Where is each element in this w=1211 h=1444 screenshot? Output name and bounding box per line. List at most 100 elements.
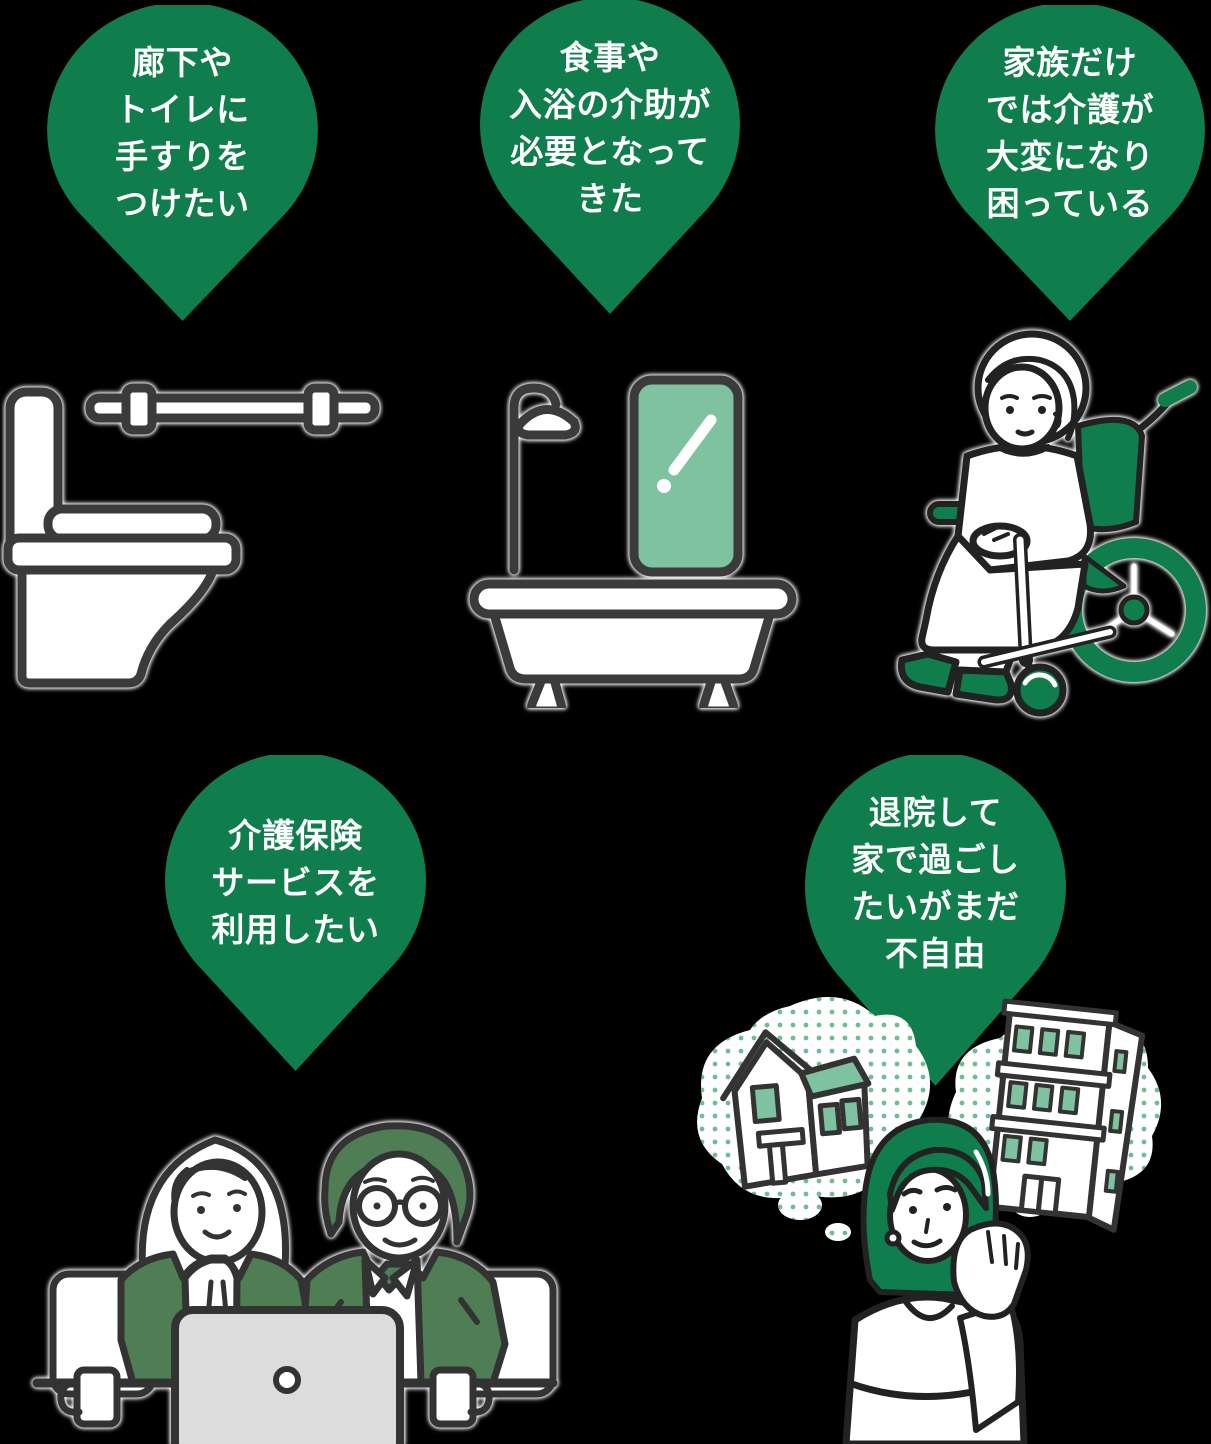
eye	[1038, 406, 1046, 414]
propping-forearm	[957, 1299, 1022, 1433]
man-hair	[321, 1122, 474, 1246]
bubble-line: たいがまだ	[851, 886, 1020, 926]
eyebrows	[191, 1189, 247, 1198]
bubble-line: 困っている	[986, 183, 1154, 223]
eye	[233, 1204, 241, 1212]
speech-bubble-pin	[47, 5, 318, 321]
mug	[73, 1366, 121, 1428]
house-icon	[720, 1029, 872, 1190]
speech-bubble-pin	[165, 755, 426, 1071]
facility-building-icon	[986, 998, 1146, 1233]
bubble-line: 大変になり	[985, 136, 1155, 176]
woman-face	[170, 1158, 266, 1266]
crossed-arm	[848, 1380, 976, 1400]
bubble-line: 入浴の介助が	[509, 84, 711, 124]
woman-shoe	[897, 650, 960, 696]
hand-fingers	[986, 1230, 1020, 1270]
couple-laptop-consultation-icon	[32, 1122, 558, 1444]
frame-base	[981, 629, 1113, 665]
eye	[943, 1203, 951, 1211]
bubble-line: 手すりを	[115, 136, 250, 176]
bath-mirror	[629, 375, 743, 577]
wheel-hub	[1118, 594, 1150, 626]
laptop-logo	[273, 1366, 301, 1394]
elderly-woman-wheelchair-icon	[897, 330, 1206, 717]
eye	[1006, 406, 1014, 414]
mouth	[1015, 429, 1035, 437]
eye	[373, 1202, 381, 1210]
shower-pole	[509, 383, 561, 575]
collar	[997, 444, 1051, 457]
bubble-text: 廊下や トイレに 手すりを つけたい	[45, 5, 320, 260]
bubble-text: 退院して 家で過ごし たいがまだ 不自由	[803, 755, 1068, 1010]
bubble-line: 家族だけ	[1002, 42, 1138, 82]
bubble-line: 必要となって	[510, 131, 710, 171]
mug	[429, 1366, 477, 1428]
smile	[382, 1237, 418, 1248]
bubble-line: では介護が	[985, 89, 1155, 129]
thinking-woman	[842, 1116, 1031, 1444]
woman-face	[981, 363, 1063, 453]
eyebrows	[1000, 394, 1052, 400]
mug-handle	[467, 1378, 493, 1416]
mug-handle	[57, 1378, 83, 1416]
handrail-bracket	[121, 383, 157, 435]
woman-bangs	[887, 1146, 989, 1213]
wheelchair-grip	[1158, 380, 1197, 407]
man-face	[349, 1150, 449, 1262]
neckline	[903, 1299, 955, 1321]
bubble-line: 食事や	[559, 37, 661, 77]
bubble-line: 廊下や	[132, 42, 233, 82]
eyebrows	[363, 1175, 435, 1184]
speech-bubble-discharge: 退院して 家で過ごし たいがまだ 不自由	[803, 755, 1068, 1090]
bubble-text: 食事や 入浴の介助が 必要となって きた	[478, 0, 742, 255]
speech-bubble-pin	[935, 5, 1205, 321]
bubble-line: 退院して	[868, 792, 1003, 832]
shower-head	[514, 405, 580, 440]
bubble-line: サービスを	[211, 863, 380, 902]
smile	[202, 1229, 232, 1240]
woman-thinking-home-or-facility-icon	[697, 997, 1162, 1444]
earring	[884, 1229, 902, 1247]
woman-bangs	[171, 1163, 248, 1207]
eye	[197, 1206, 205, 1214]
front-wheel-shine	[1022, 672, 1058, 688]
eye	[419, 1202, 427, 1210]
hand-on-cheek	[950, 1220, 1031, 1320]
shirt-collar	[361, 1256, 421, 1300]
bubble-text: 家族だけ では介護が 大変になり 困っている	[933, 5, 1207, 260]
tub-foot	[527, 674, 566, 708]
worried-mouth	[911, 1238, 943, 1249]
speech-bubble-pin	[480, 0, 740, 315]
speech-bubble-pin	[805, 755, 1066, 1086]
speech-bubble-family: 家族だけ では介護が 大変になり 困っている	[933, 5, 1207, 325]
bubble-line: 不自由	[885, 933, 986, 973]
handrail-bracket	[303, 383, 339, 435]
woman-lap	[918, 532, 1089, 654]
hair-line	[985, 356, 1078, 441]
mirror-shine	[668, 414, 717, 476]
toilet-bowl	[17, 565, 218, 688]
tub-body	[489, 609, 775, 684]
mirror-shine-dot	[657, 479, 671, 493]
nose	[924, 1218, 930, 1234]
bathtub-shower-mirror-icon	[469, 375, 797, 708]
tub-foot	[699, 674, 738, 708]
hair-highlight	[973, 1149, 991, 1197]
hand-fingers	[982, 526, 1010, 542]
bubble-text: 介護保険 サービスを 利用したい	[163, 755, 428, 1010]
glasses-bridge	[392, 1199, 408, 1207]
eyebrows	[901, 1185, 958, 1197]
bubble-line: 利用したい	[211, 910, 380, 949]
bubble-line: トイレに	[115, 89, 250, 129]
speech-bubble-care: 食事や 入浴の介助が 必要となって きた	[478, 0, 742, 318]
bubble-line: 介護保険	[228, 816, 363, 855]
speech-bubble-insurance: 介護保険 サービスを 利用したい	[163, 755, 428, 1075]
woman-shoe	[952, 666, 1015, 704]
eye	[909, 1206, 917, 1214]
toilet-with-handrail-icon	[3, 383, 380, 688]
ear	[1053, 412, 1062, 428]
frame-tube	[1016, 536, 1030, 664]
toilet-seat	[3, 533, 241, 575]
